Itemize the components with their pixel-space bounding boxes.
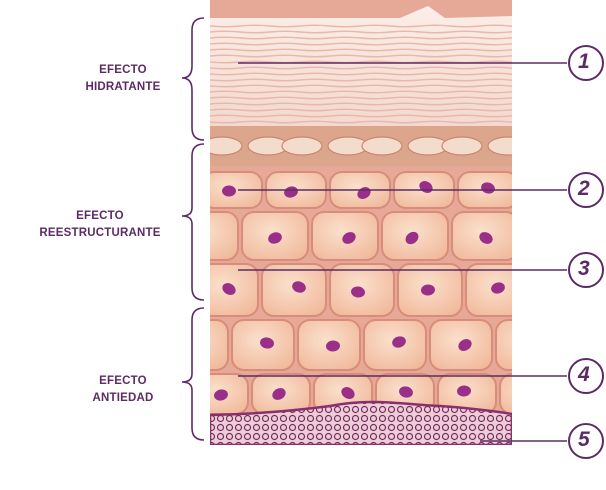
brace-hidratante — [182, 18, 204, 140]
granular-cell — [488, 137, 528, 155]
callout-number-3: 3 — [578, 257, 590, 281]
granular-cell — [282, 137, 322, 155]
callout-number-2: 2 — [578, 177, 590, 201]
granular-cell — [362, 137, 402, 155]
callout-circles — [569, 46, 603, 458]
cell-nucleus — [192, 339, 209, 355]
label-hidratante-line2: HIDRATANTE — [68, 79, 178, 96]
cell-nucleus — [193, 231, 209, 244]
label-reestructurante-line2: REESTRUCTURANTE — [22, 225, 178, 242]
callout-number-4: 4 — [578, 363, 590, 387]
epidermal-cell — [172, 212, 238, 260]
brace-reestructurante — [182, 144, 204, 300]
label-hidratante-line1: EFECTO — [68, 62, 178, 79]
granular-cell — [442, 137, 482, 155]
label-reestructurante-line1: EFECTO — [22, 208, 178, 225]
cell-nucleus — [522, 340, 540, 357]
skin-section — [166, 0, 558, 445]
label-antiedad-line2: ANTIEDAD — [68, 390, 178, 407]
cell-nucleus — [222, 186, 236, 197]
callout-number-1: 1 — [578, 50, 590, 74]
label-efecto-hidratante: EFECTO HIDRATANTE — [68, 62, 178, 96]
layer-braces — [182, 18, 204, 440]
label-efecto-reestructurante: EFECTO REESTRUCTURANTE — [22, 208, 178, 242]
cell-nucleus — [524, 389, 541, 404]
epidermal-cell — [496, 320, 558, 370]
label-antiedad-line1: EFECTO — [68, 373, 178, 390]
epidermal-cell — [166, 320, 228, 370]
granular-cell — [202, 137, 242, 155]
brace-antiedad — [182, 308, 204, 440]
callout-number-5: 5 — [578, 428, 590, 452]
label-efecto-antiedad: EFECTO ANTIEDAD — [68, 373, 178, 407]
epidermal-cell — [500, 374, 558, 414]
